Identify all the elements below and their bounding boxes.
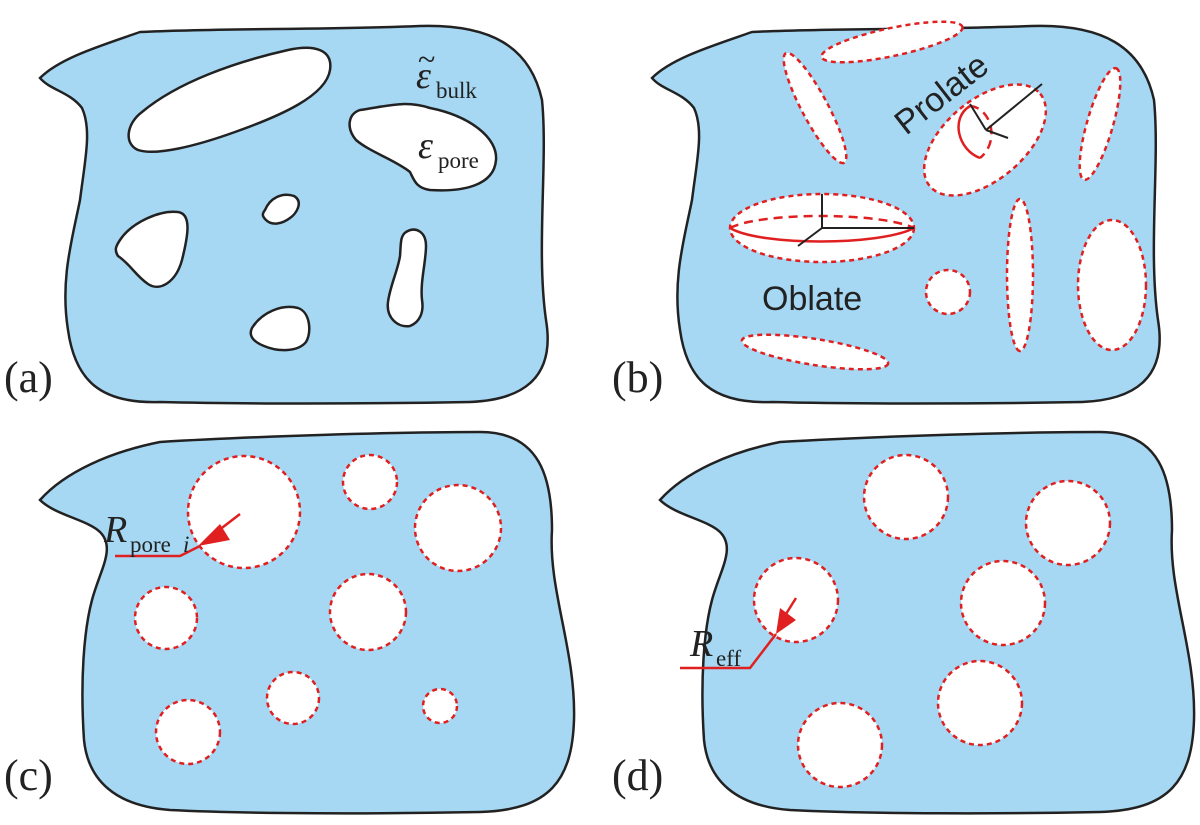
oblate-equator: [729, 226, 915, 243]
panel-label-a: (a): [4, 353, 53, 402]
panel-label-b: (b): [612, 353, 663, 402]
prolate-ellipsoid: [922, 83, 1048, 197]
pore-left: [114, 210, 189, 288]
spherical-pore: [328, 572, 408, 652]
pore-permittivity-subscript: pore: [438, 148, 479, 173]
spherical-pore: [133, 585, 199, 651]
pore-region: [348, 102, 498, 192]
panel-a: ~ ε bulk ε pore (a): [4, 24, 549, 405]
bulk-permittivity-symbol: ε: [416, 55, 431, 97]
radius-index: i: [183, 532, 189, 557]
panel-d: R eff (d): [612, 430, 1196, 815]
pore-small: [261, 193, 300, 225]
oblate-axis-depth: [797, 227, 823, 247]
radius-subscript: eff: [716, 646, 741, 671]
radius-arrow-head: [198, 524, 230, 546]
panel-b: Prolate Oblate (b): [612, 20, 1161, 405]
oblate-ellipsoid: [728, 192, 916, 264]
bulk-permittivity-subscript: bulk: [436, 78, 477, 103]
effective-pore: [796, 701, 884, 789]
ellipsoid-pore: [1076, 218, 1148, 352]
ellipsoid-pore: [820, 20, 964, 64]
radius-leader-line: [115, 544, 201, 558]
panel-c: R pore i (c): [4, 430, 576, 815]
spherical-pore: [413, 483, 503, 573]
oblate-label: Oblate: [762, 280, 862, 318]
prolate-axis-short: [969, 103, 987, 131]
radius-subscript: pore: [130, 532, 171, 557]
radius-symbol: R: [689, 623, 713, 665]
spherical-pore: [421, 687, 459, 725]
spherical-pore: [265, 670, 321, 726]
ellipsoid-pore: [782, 51, 848, 165]
radius-arrow: [115, 513, 241, 558]
effective-pore: [936, 659, 1024, 747]
pore-bottom: [249, 305, 311, 352]
radius-arrow-head: [776, 608, 796, 634]
radius-symbol: R: [103, 509, 127, 551]
bulk-matrix: [38, 430, 576, 815]
pore-right: [386, 228, 428, 328]
prolate-cross-section: [957, 104, 981, 160]
spherical-pore: [186, 454, 302, 570]
effective-pore: [862, 453, 950, 541]
prolate-axis-long: [985, 83, 1043, 131]
ellipsoid-pore: [1078, 66, 1122, 182]
elongated-pore: [127, 46, 332, 154]
prolate-axis-short: [985, 129, 1009, 139]
radius-arrow-shaft: [784, 597, 798, 615]
prolate-outline: [922, 83, 1048, 197]
panel-label-c: (c): [4, 751, 53, 800]
ellipsoid-pore: [1005, 197, 1035, 353]
pore-permittivity-symbol: ε: [418, 125, 433, 167]
radius-arrow: [680, 597, 798, 670]
spherical-pore: [154, 698, 222, 766]
effective-pore: [1024, 479, 1112, 567]
tilde-mark: ~: [418, 41, 435, 77]
radius-leader-line: [680, 633, 777, 670]
spherical-pore: [924, 268, 972, 316]
ellipsoid-pore: [740, 333, 890, 371]
spherical-pore: [341, 453, 399, 511]
oblate-equator-hidden: [729, 214, 915, 230]
effective-pore: [959, 559, 1047, 647]
panel-label-d: (d): [612, 751, 663, 800]
